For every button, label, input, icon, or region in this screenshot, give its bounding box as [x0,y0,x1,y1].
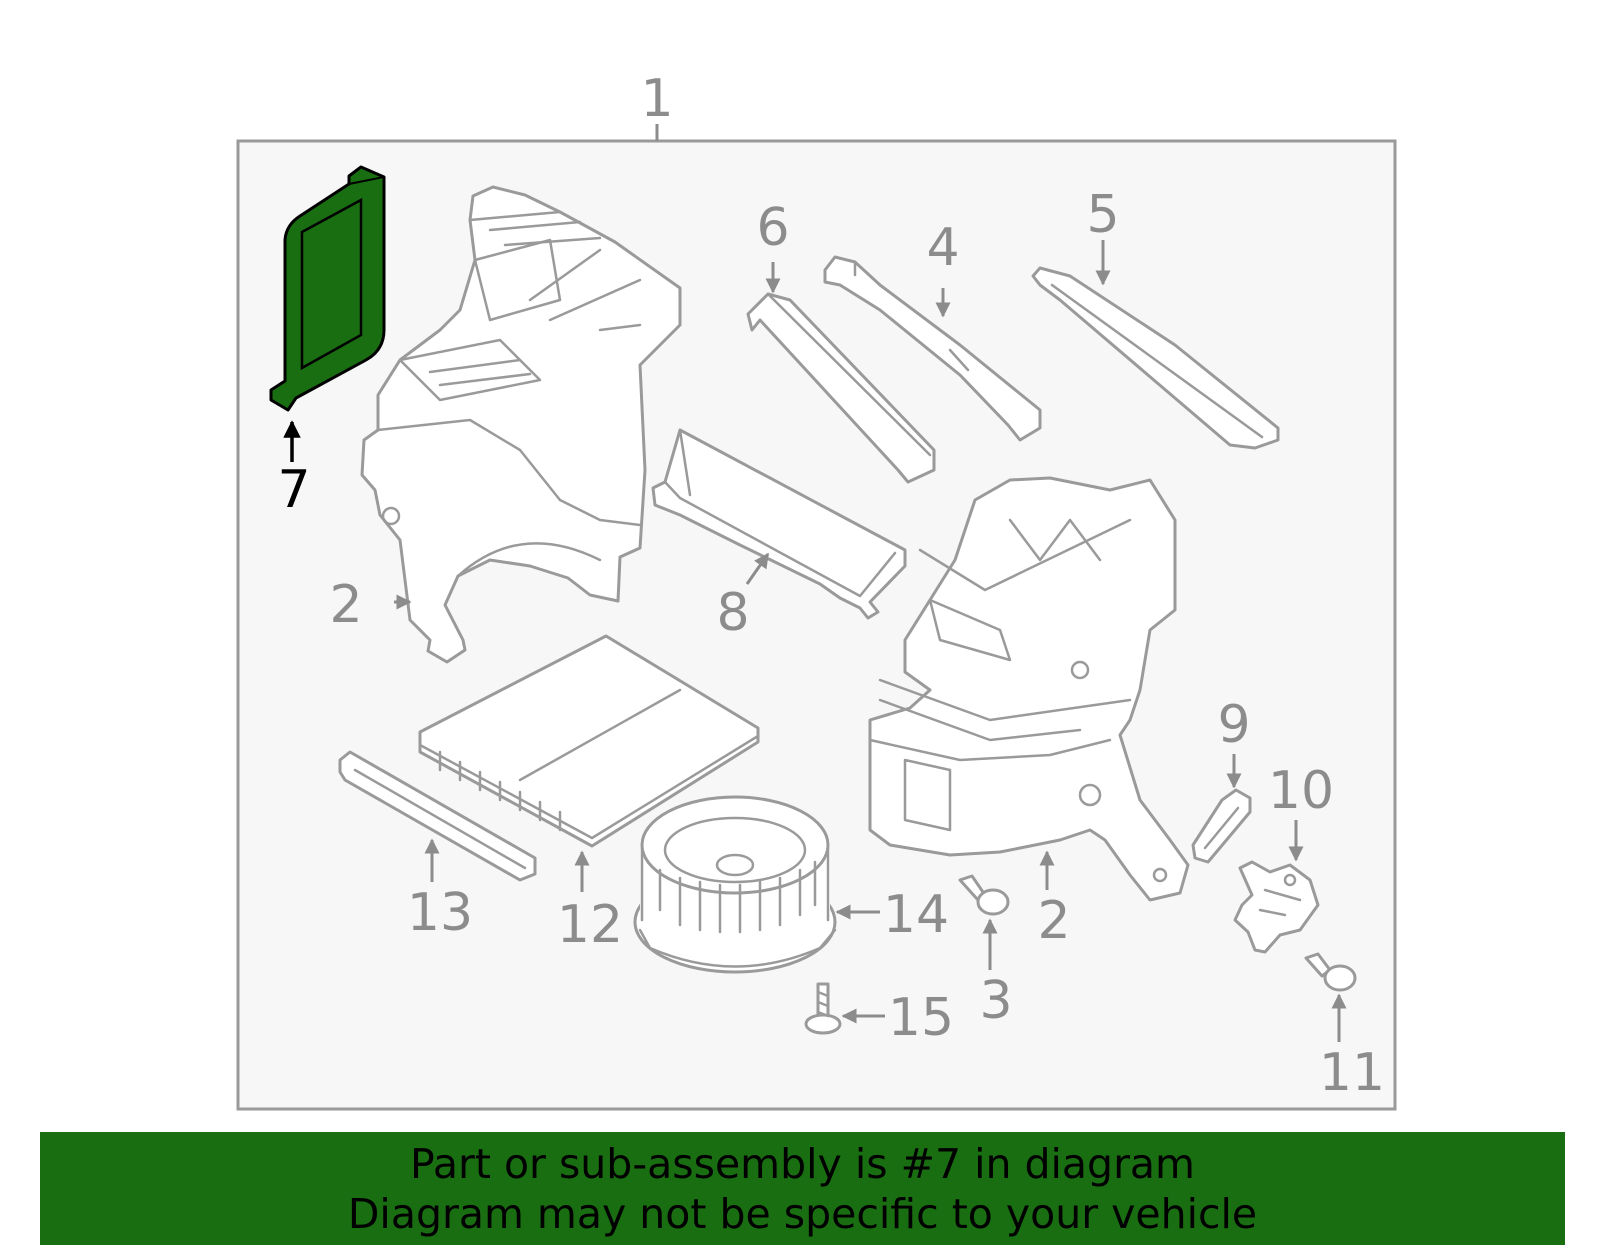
callout-10: 10 [1268,761,1334,821]
part-13-seal[interactable] [338,750,537,882]
part-14-blower-fan[interactable] [633,795,837,974]
part-6-seal[interactable] [746,292,936,484]
callout-2-right: 2 [1037,891,1070,951]
callout-4: 4 [926,218,959,278]
callout-2-left: 2 [329,575,362,635]
banner-line-2: Diagram may not be specific to your vehi… [347,1189,1258,1238]
part-2-case-left[interactable] [360,185,682,664]
callout-12: 12 [557,895,623,955]
part-9-resistor[interactable] [1191,788,1252,864]
callout-14: 14 [883,885,949,945]
leader-lines [283,240,1347,1042]
info-banner: Part or sub-assembly is #7 in diagram Di… [40,1132,1565,1245]
part-4-seal[interactable] [823,255,1042,442]
part-7-panel[interactable] [269,165,386,412]
callout-1: 1 [640,69,673,129]
callout-13: 13 [407,883,473,943]
callout-11: 11 [1319,1043,1385,1103]
part-11-screw[interactable] [1304,952,1357,992]
assembly-frame [236,139,1397,1111]
callout-6: 6 [756,198,789,258]
callout-8: 8 [716,583,749,643]
callout-5: 5 [1086,185,1119,245]
part-12-cabin-filter[interactable] [418,634,760,848]
part-8-filter-cover[interactable] [651,428,907,620]
part-2-case-right[interactable] [868,476,1190,902]
part-5-seal[interactable] [1031,266,1280,450]
callout-9: 9 [1217,695,1250,755]
callout-15: 15 [888,988,954,1048]
callout-7: 7 [277,460,310,520]
banner-line-1: Part or sub-assembly is #7 in diagram [410,1139,1195,1188]
part-10-actuator[interactable] [1233,860,1320,954]
part-3-screw[interactable] [958,874,1010,916]
callout-3: 3 [979,971,1012,1031]
part-15-screw[interactable] [804,982,842,1035]
